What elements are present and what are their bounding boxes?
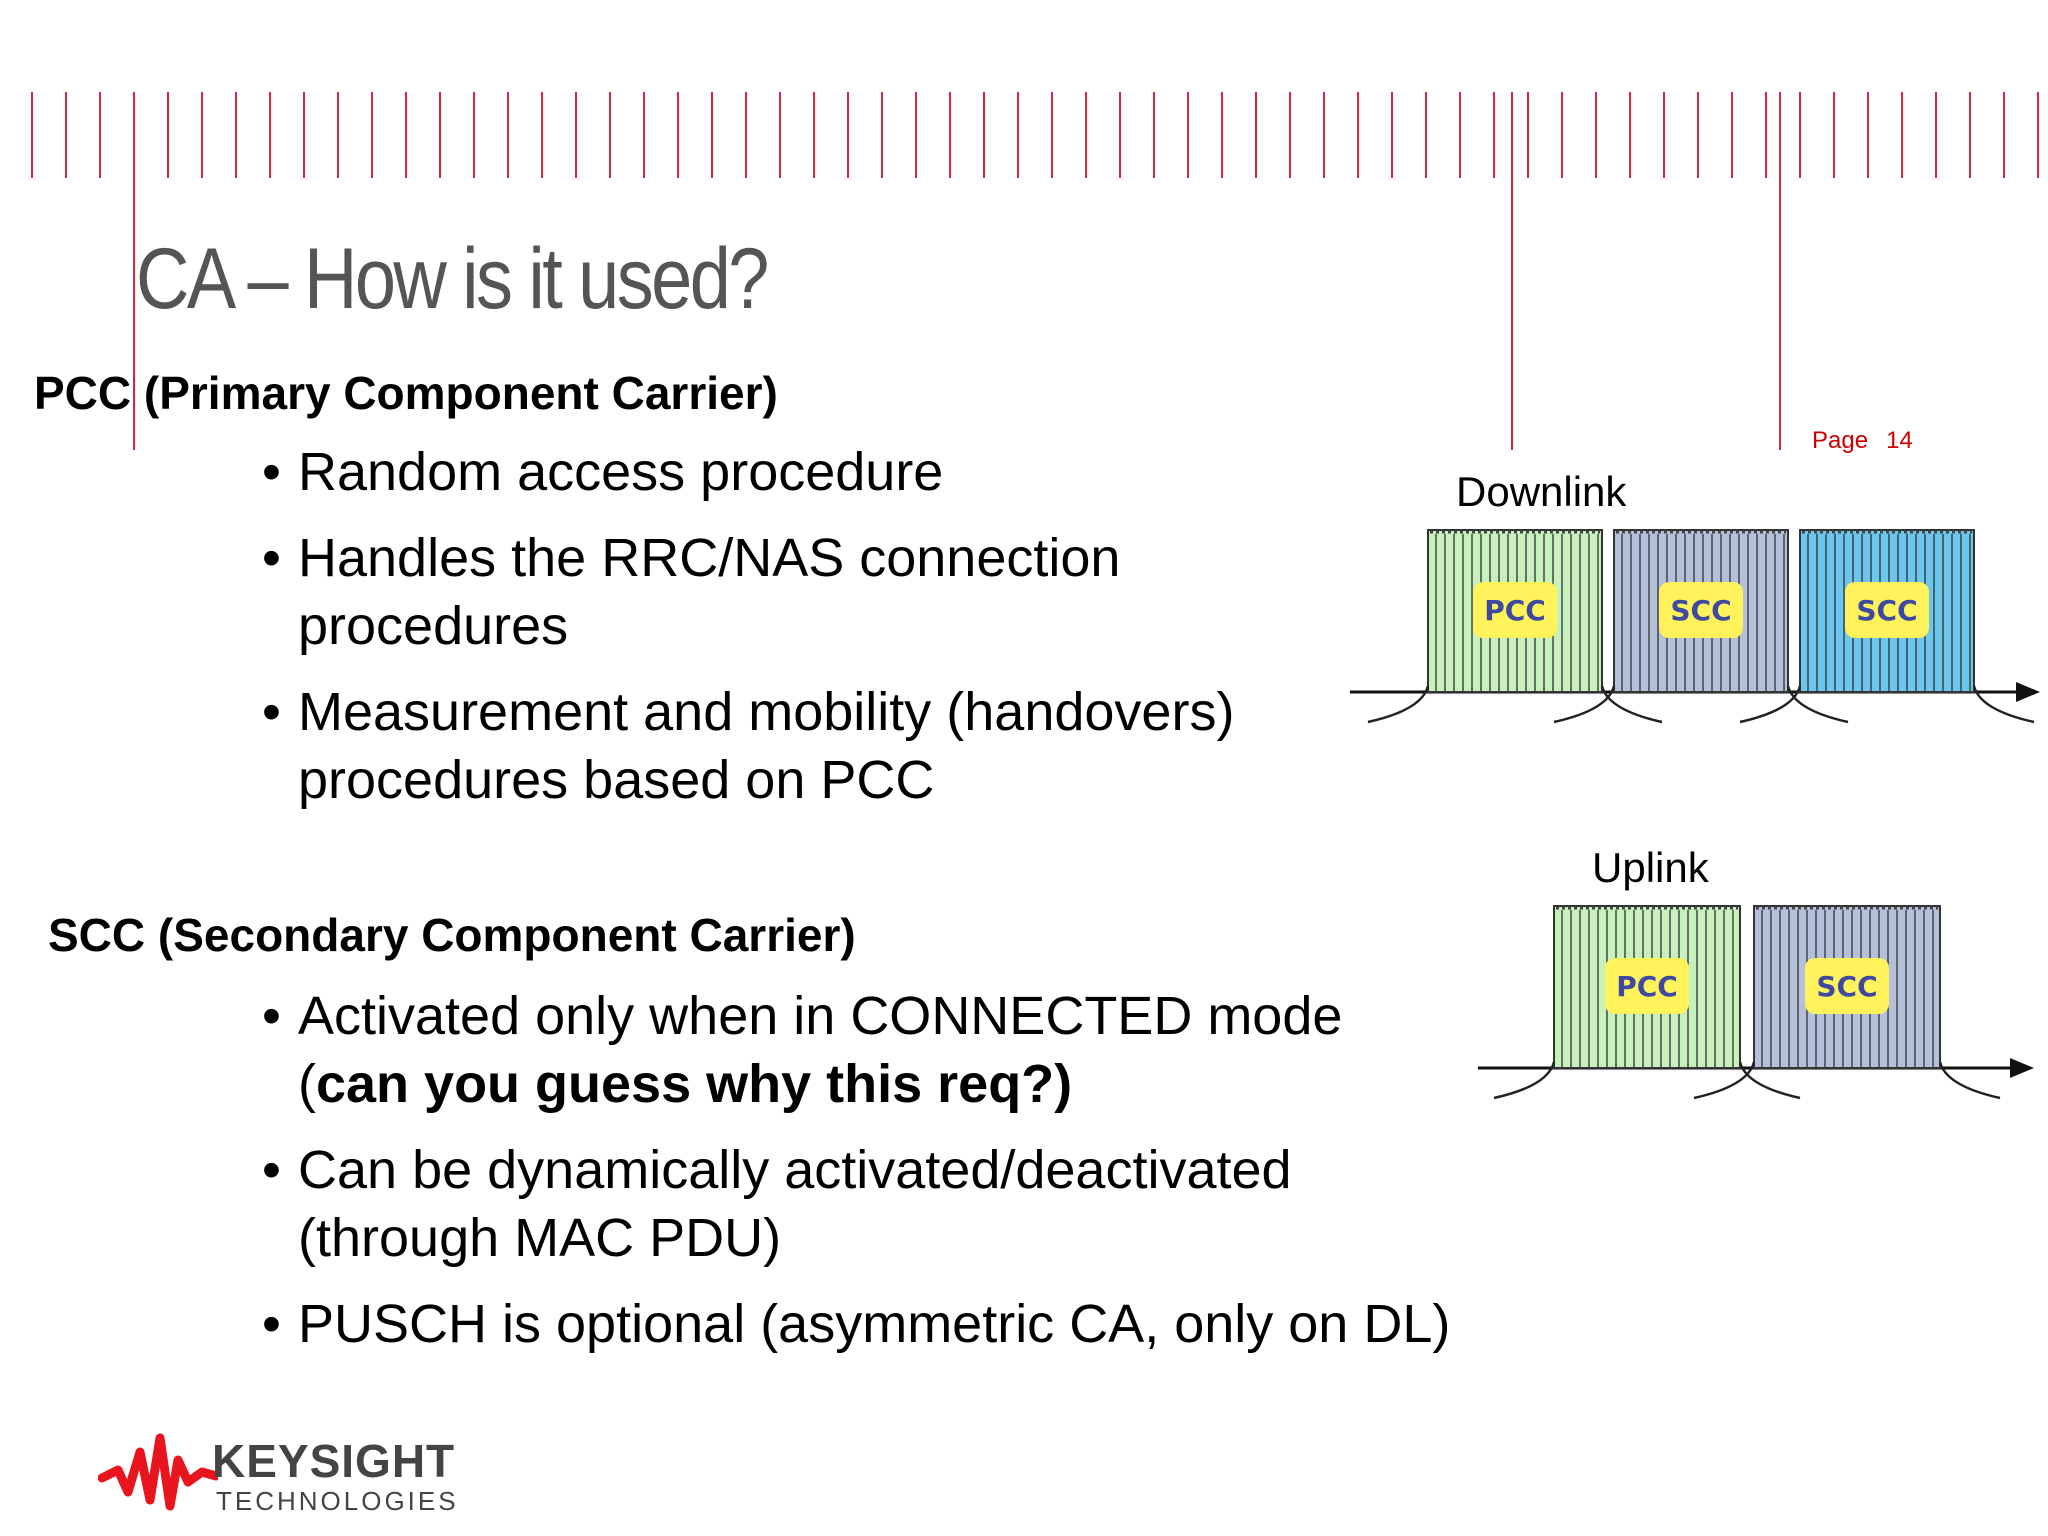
carrier-block-pcc: PCC [1493, 905, 1801, 1100]
pcc-bullet-3: Measurement and mobility (handovers) pro… [262, 678, 1338, 814]
logo-subtitle: TECHNOLOGIES [216, 1486, 459, 1516]
downlink-label: Downlink [1456, 468, 1627, 515]
uplink-carrier-diagram: PCC SCC [1478, 905, 2034, 1100]
carrier-label: PCC [1616, 970, 1678, 1003]
uplink-label: Uplink [1592, 844, 1709, 891]
scc-heading: SCC (Secondary Component Carrier) [48, 909, 856, 961]
scc-bullet-2: Can be dynamically activated/deactivated… [262, 1136, 1398, 1272]
pcc-heading: PCC (Primary Component Carrier) [34, 367, 778, 419]
carrier-badge [1605, 958, 1689, 1014]
carrier-badge [1473, 582, 1557, 638]
carrier-block-scc: SCC [1553, 529, 1849, 724]
pcc-bullet-1: Random access procedure [262, 438, 1322, 506]
logo-name: KEYSIGHT [212, 1435, 456, 1487]
scc-bullet-1-bold: can you guess why this req?) [315, 1054, 1073, 1114]
scc-bullet-3: PUSCH is optional (asymmetric CA, only o… [262, 1290, 1458, 1358]
pcc-bullet-2: Handles the RRC/NAS connection procedure… [262, 524, 1238, 660]
carrier-label: SCC [1856, 594, 1917, 627]
carrier-block-scc: SCC [1693, 905, 2001, 1100]
carrier-block-pcc: PCC [1367, 529, 1663, 724]
keysight-wave-icon [98, 1433, 218, 1511]
carrier-badge [1845, 582, 1929, 638]
carrier-badge [1659, 582, 1743, 638]
carrier-block-scc: SCC [1739, 529, 2035, 724]
header-tick-marks [31, 92, 2039, 450]
axis-arrow-icon [2010, 1058, 2034, 1078]
carrier-label: SCC [1816, 970, 1877, 1003]
page-indicator: Page 14 [1812, 427, 1913, 455]
scc-bullet-list: Activated only when in CONNECTED mode (c… [262, 982, 1462, 1358]
downlink-carrier-diagram: PCC SCC SCC [1350, 529, 2040, 724]
page-label: Page [1812, 427, 1869, 454]
pcc-bullet-list: Random access procedure Handles the RRC/… [262, 438, 1322, 814]
scc-bullet-1-text: Activated only when in CONNECTED mode ( [298, 986, 1343, 1114]
carrier-badge [1805, 958, 1889, 1014]
carrier-label: PCC [1484, 594, 1546, 627]
carrier-label: SCC [1670, 594, 1731, 627]
keysight-logo: KEYSIGHT TECHNOLOGIES [98, 1430, 458, 1520]
axis-arrow-icon [2016, 682, 2040, 702]
slide-title: CA – How is it used? [136, 231, 769, 327]
page-number: 14 [1886, 427, 1913, 454]
scc-bullet-1: Activated only when in CONNECTED mode (c… [262, 982, 1458, 1118]
